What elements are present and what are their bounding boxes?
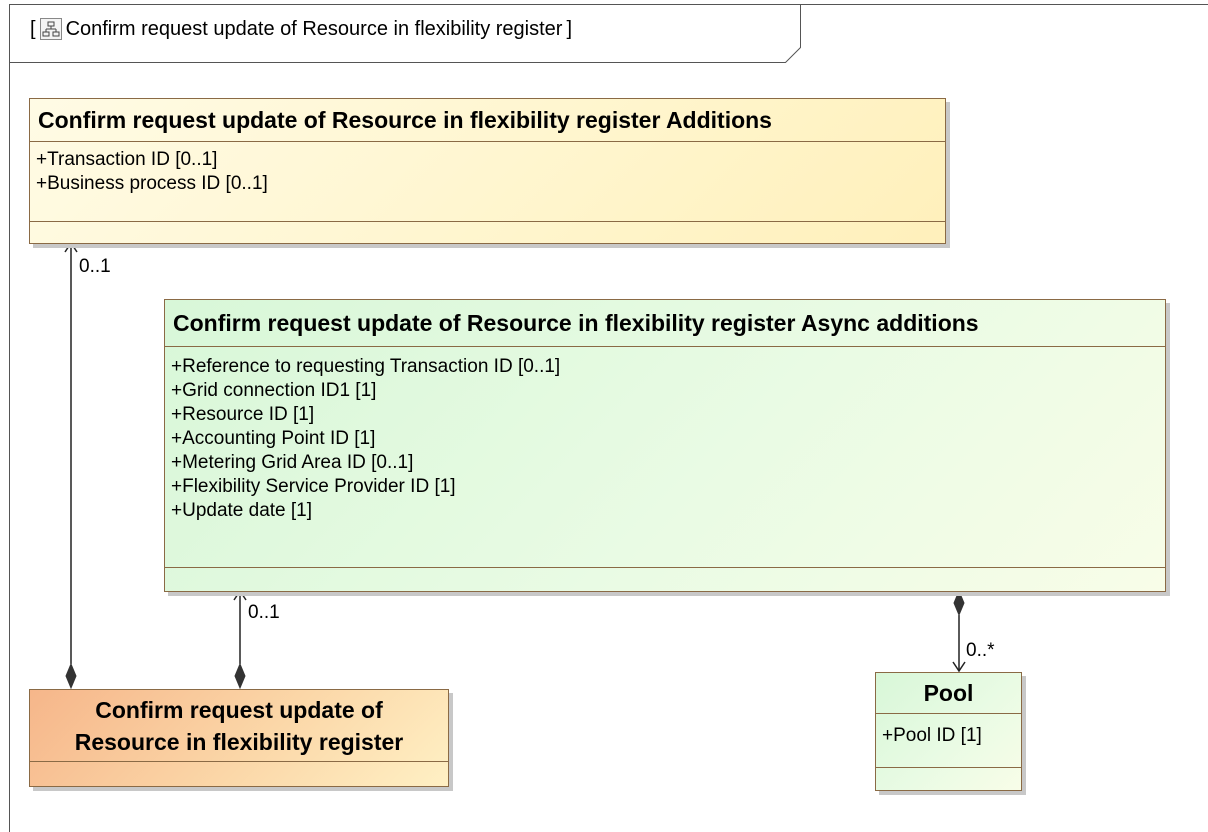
class-name: Confirm request update of Resource in fl… bbox=[165, 300, 1165, 347]
close-bracket: ] bbox=[566, 17, 573, 40]
attribute: +Accounting Point ID [1] bbox=[171, 428, 376, 449]
attribute-list: +Transaction ID [0..1] +Business process… bbox=[30, 142, 945, 222]
class-name: Pool bbox=[876, 673, 1021, 714]
attribute: +Pool ID [1] bbox=[882, 725, 982, 746]
multiplicity-label: 0..1 bbox=[79, 256, 111, 277]
association-async-pool bbox=[952, 589, 966, 673]
attribute: +Resource ID [1] bbox=[171, 404, 315, 425]
class-box-additions[interactable]: Confirm request update of Resource in fl… bbox=[29, 98, 946, 244]
frame-title-text: Confirm request update of Resource in fl… bbox=[65, 17, 563, 40]
multiplicity-label: 0..1 bbox=[248, 602, 280, 623]
frame-title: [ Confirm request update of Resource in … bbox=[30, 16, 572, 42]
class-box-main[interactable]: Confirm request update of Resource in fl… bbox=[29, 689, 449, 787]
class-name-line: Confirm request update of bbox=[95, 697, 383, 723]
diagram-icon bbox=[39, 18, 62, 40]
attribute: +Grid connection ID1 [1] bbox=[171, 380, 377, 401]
association-main-async bbox=[233, 589, 247, 690]
class-name-line: Resource in flexibility register bbox=[74, 729, 404, 755]
attribute: +Transaction ID [0..1] bbox=[36, 149, 218, 170]
class-box-pool[interactable]: Pool +Pool ID [1] bbox=[875, 672, 1022, 791]
attribute: +Reference to requesting Transaction ID … bbox=[171, 356, 561, 377]
multiplicity-label: 0..* bbox=[966, 640, 995, 661]
attribute-list: +Pool ID [1] bbox=[876, 714, 1021, 768]
diagram-frame bbox=[9, 4, 1208, 832]
attribute: +Update date [1] bbox=[171, 500, 313, 521]
open-bracket: [ bbox=[30, 17, 36, 40]
class-name: Confirm request update of Resource in fl… bbox=[30, 99, 945, 142]
class-name: Confirm request update of Resource in fl… bbox=[30, 690, 448, 762]
frame-title-tab bbox=[9, 4, 809, 66]
attribute-list: +Reference to requesting Transaction ID … bbox=[165, 347, 1165, 568]
attribute: +Flexibility Service Provider ID [1] bbox=[171, 476, 456, 497]
class-box-async-additions[interactable]: Confirm request update of Resource in fl… bbox=[164, 299, 1166, 592]
association-main-additions bbox=[64, 241, 78, 690]
attribute: +Business process ID [0..1] bbox=[36, 173, 268, 194]
attribute: +Metering Grid Area ID [0..1] bbox=[171, 452, 414, 473]
